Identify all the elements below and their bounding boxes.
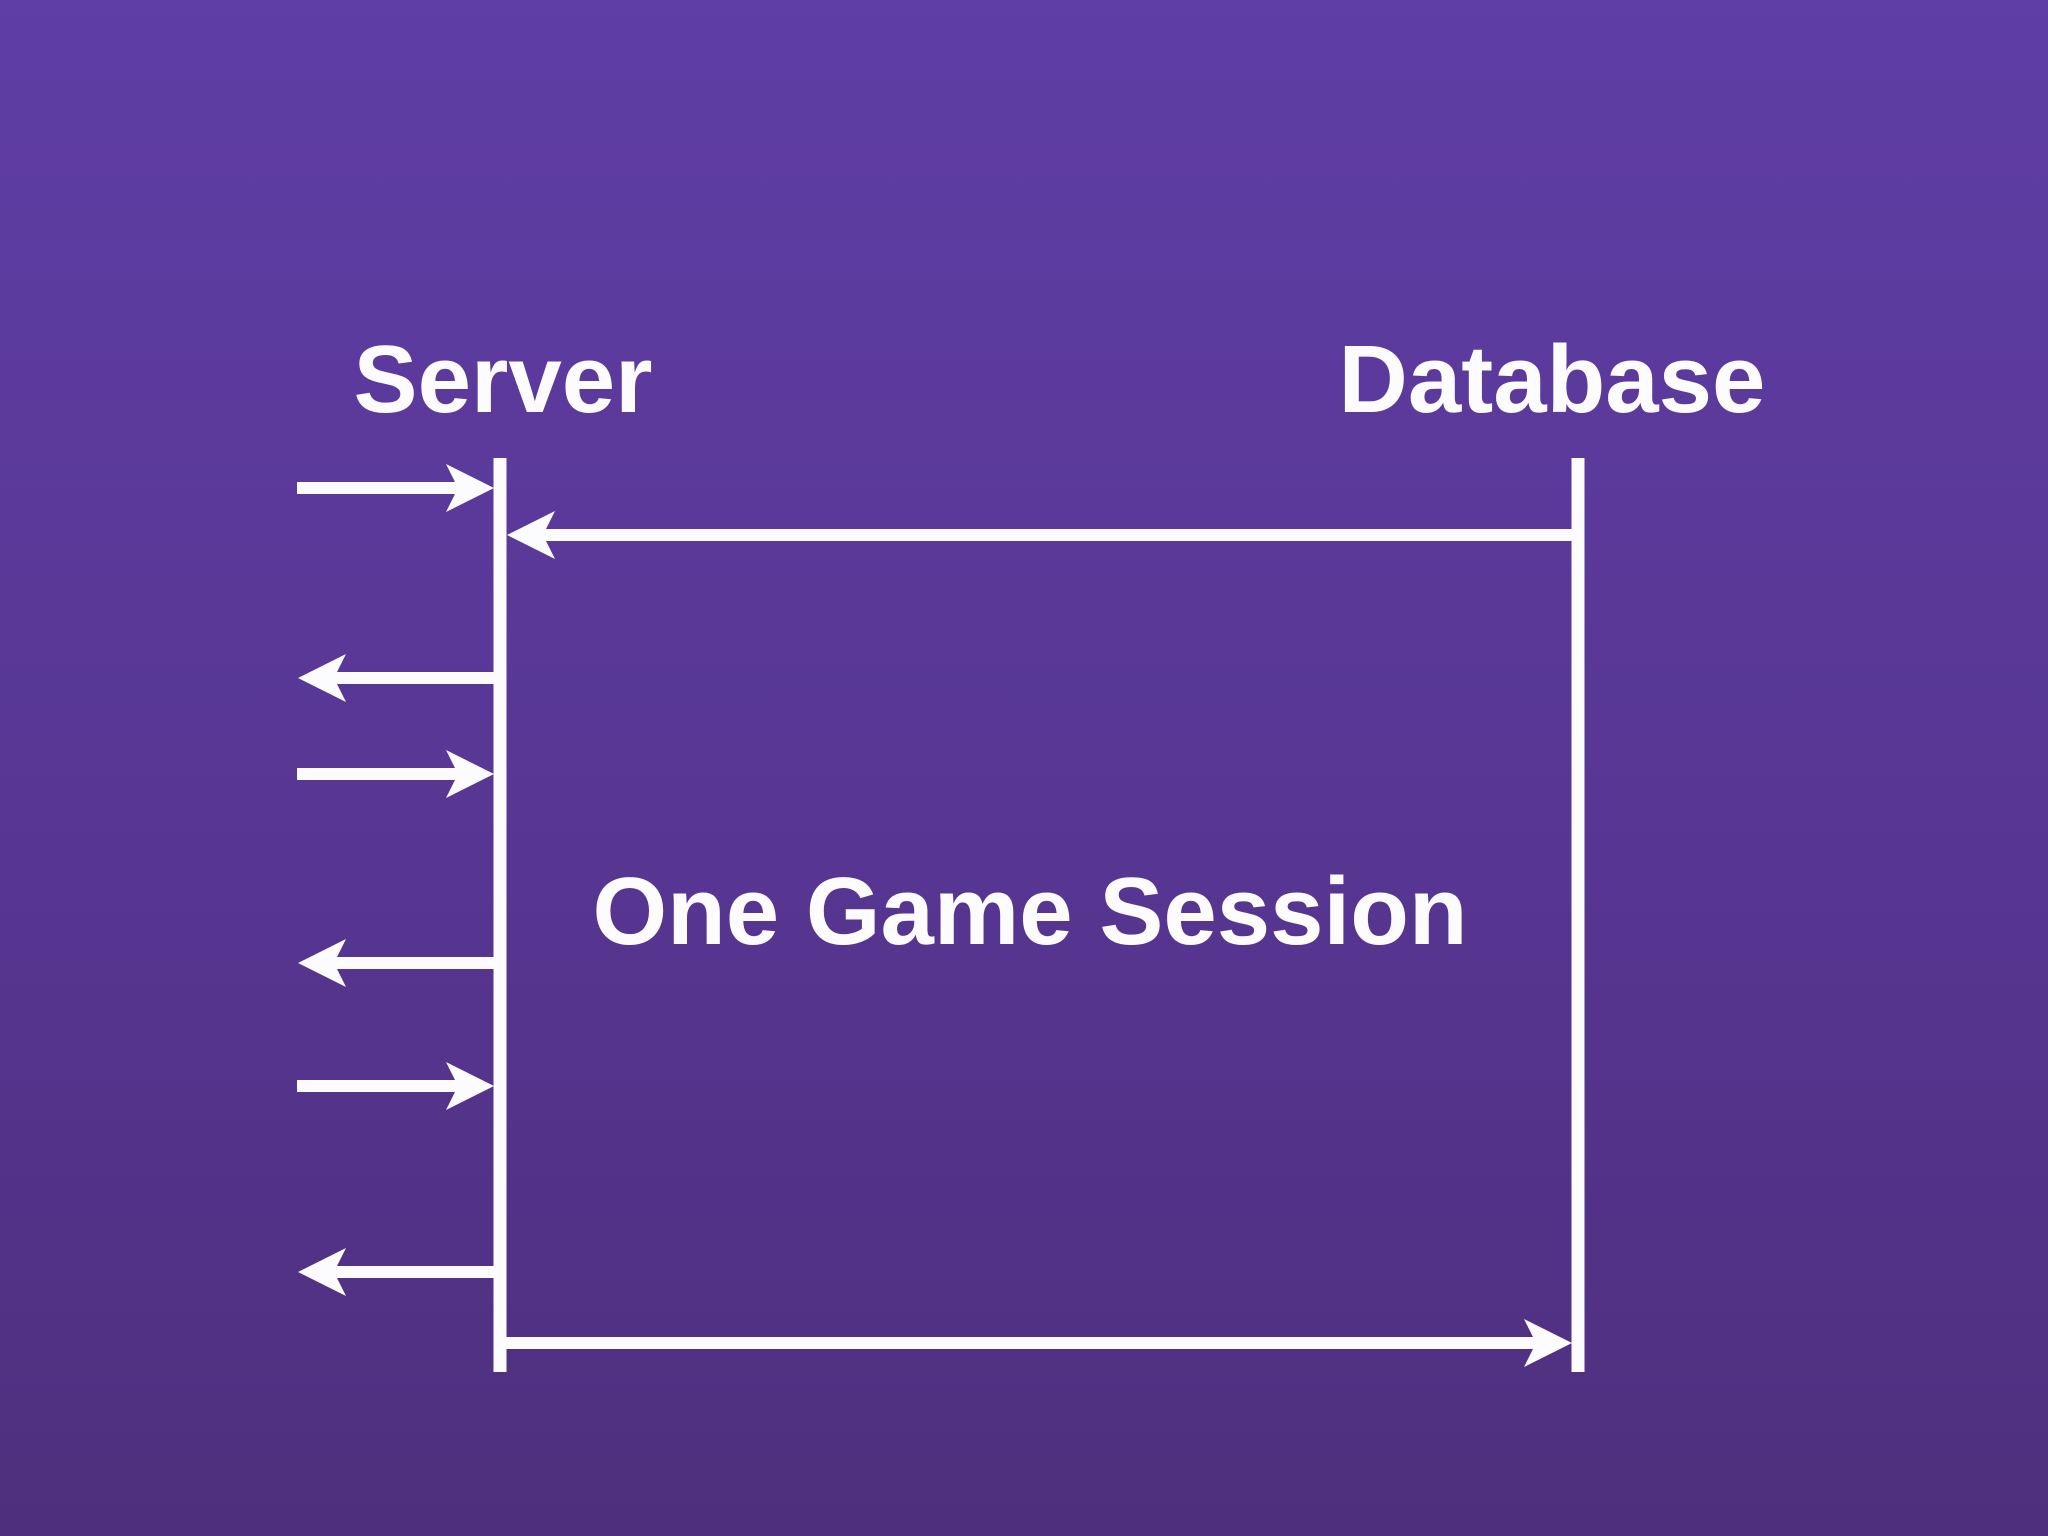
session-box-label: One Game Session (592, 858, 1468, 965)
arrowhead-icon (446, 750, 494, 798)
arrowhead-icon (298, 1248, 346, 1296)
message-arrow-2-left (507, 511, 1572, 559)
message-arrow-5-left (298, 939, 500, 987)
arrowhead-icon (298, 654, 346, 702)
arrowhead-icon (507, 511, 555, 559)
message-arrow-1-right (297, 464, 494, 512)
arrowhead-icon (446, 1062, 494, 1110)
actor-label-database: Database (1338, 326, 1766, 433)
message-arrow-8-right (500, 1319, 1572, 1367)
arrowhead-icon (1524, 1319, 1572, 1367)
actor-label-server: Server (353, 326, 653, 433)
message-arrow-3-left (298, 654, 500, 702)
arrowhead-icon (446, 464, 494, 512)
arrowhead-icon (298, 939, 346, 987)
message-arrow-7-left (298, 1248, 500, 1296)
message-arrow-6-right (297, 1062, 494, 1110)
message-arrow-4-right (297, 750, 494, 798)
